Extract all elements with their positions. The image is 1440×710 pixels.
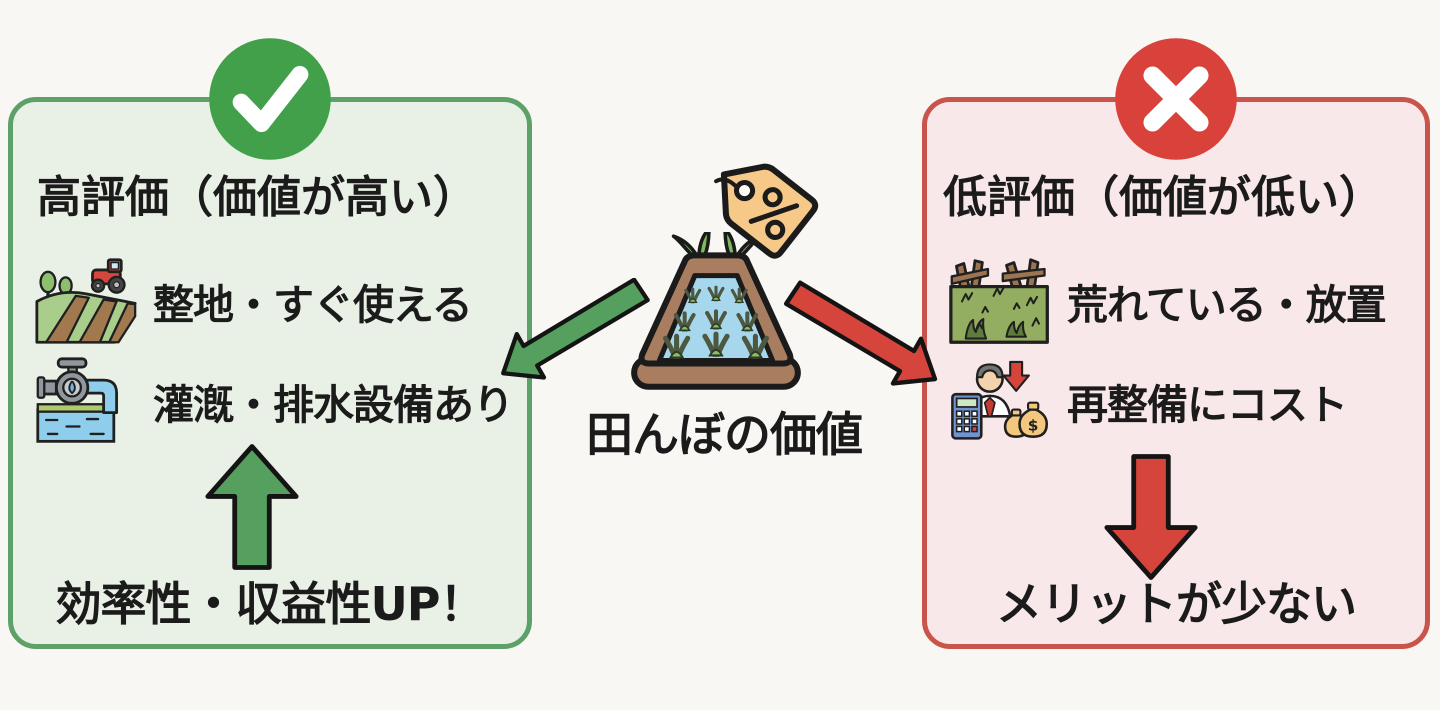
overgrown-field-icon xyxy=(949,254,1051,348)
rice-paddy-icon xyxy=(631,232,801,390)
center-label: 田んぼの価値 xyxy=(586,408,863,463)
arrow-to-low-value xyxy=(780,280,942,387)
red-arrow-down-right-icon xyxy=(783,280,938,386)
feature-row-ready-land: 整地・すぐ使える xyxy=(35,254,519,348)
arrow-to-high-value xyxy=(494,278,656,380)
red-down-arrow-icon xyxy=(1104,454,1198,580)
x-circle-icon xyxy=(1115,38,1237,160)
svg-text:$: $ xyxy=(1028,417,1039,435)
high-panel-result: 効率性・収益性UP！ xyxy=(55,577,485,631)
tractor-field-icon xyxy=(35,254,137,348)
low-value-panel: 低評価（価値が低い） xyxy=(922,38,1430,649)
feature-label-cost: 再整備にコスト xyxy=(1067,381,1348,429)
feature-row-cost: $ 再整備にコスト xyxy=(949,354,1417,448)
feature-row-irrigation: 灌漑・排水設備あり xyxy=(35,354,519,448)
green-up-arrow-icon xyxy=(205,444,299,570)
high-value-panel: 高評価（価値が高い） xyxy=(8,38,532,649)
price-tag-percent-icon xyxy=(714,163,819,259)
down-arrow xyxy=(1103,452,1199,582)
low-panel-result: メリットが少ない xyxy=(996,577,1357,631)
price-tag xyxy=(700,146,846,260)
reinvestment-cost-icon: $ xyxy=(949,354,1051,448)
low-panel-title: 低評価（価値が低い） xyxy=(943,172,1383,223)
overgrown-field-icon xyxy=(949,258,1049,344)
irrigation-pump-icon xyxy=(35,354,137,448)
feature-label-ready-land: 整地・すぐ使える xyxy=(153,281,473,329)
feature-label-overgrown: 荒れている・放置 xyxy=(1067,281,1387,329)
feature-label-irrigation: 灌漑・排水設備あり xyxy=(153,381,514,429)
check-badge xyxy=(206,35,334,163)
tractor-field-icon xyxy=(35,258,137,344)
high-panel-title: 高評価（価値が高い） xyxy=(37,172,477,223)
green-arrow-down-left-icon xyxy=(501,278,650,380)
irrigation-pump-icon xyxy=(36,357,118,443)
reinvestment-cost-icon: $ xyxy=(951,360,1049,440)
up-arrow xyxy=(204,442,300,572)
feature-row-overgrown: 荒れている・放置 xyxy=(949,254,1417,348)
x-badge xyxy=(1112,35,1240,163)
check-circle-icon xyxy=(209,38,331,160)
rice-paddy-illustration xyxy=(620,232,812,396)
